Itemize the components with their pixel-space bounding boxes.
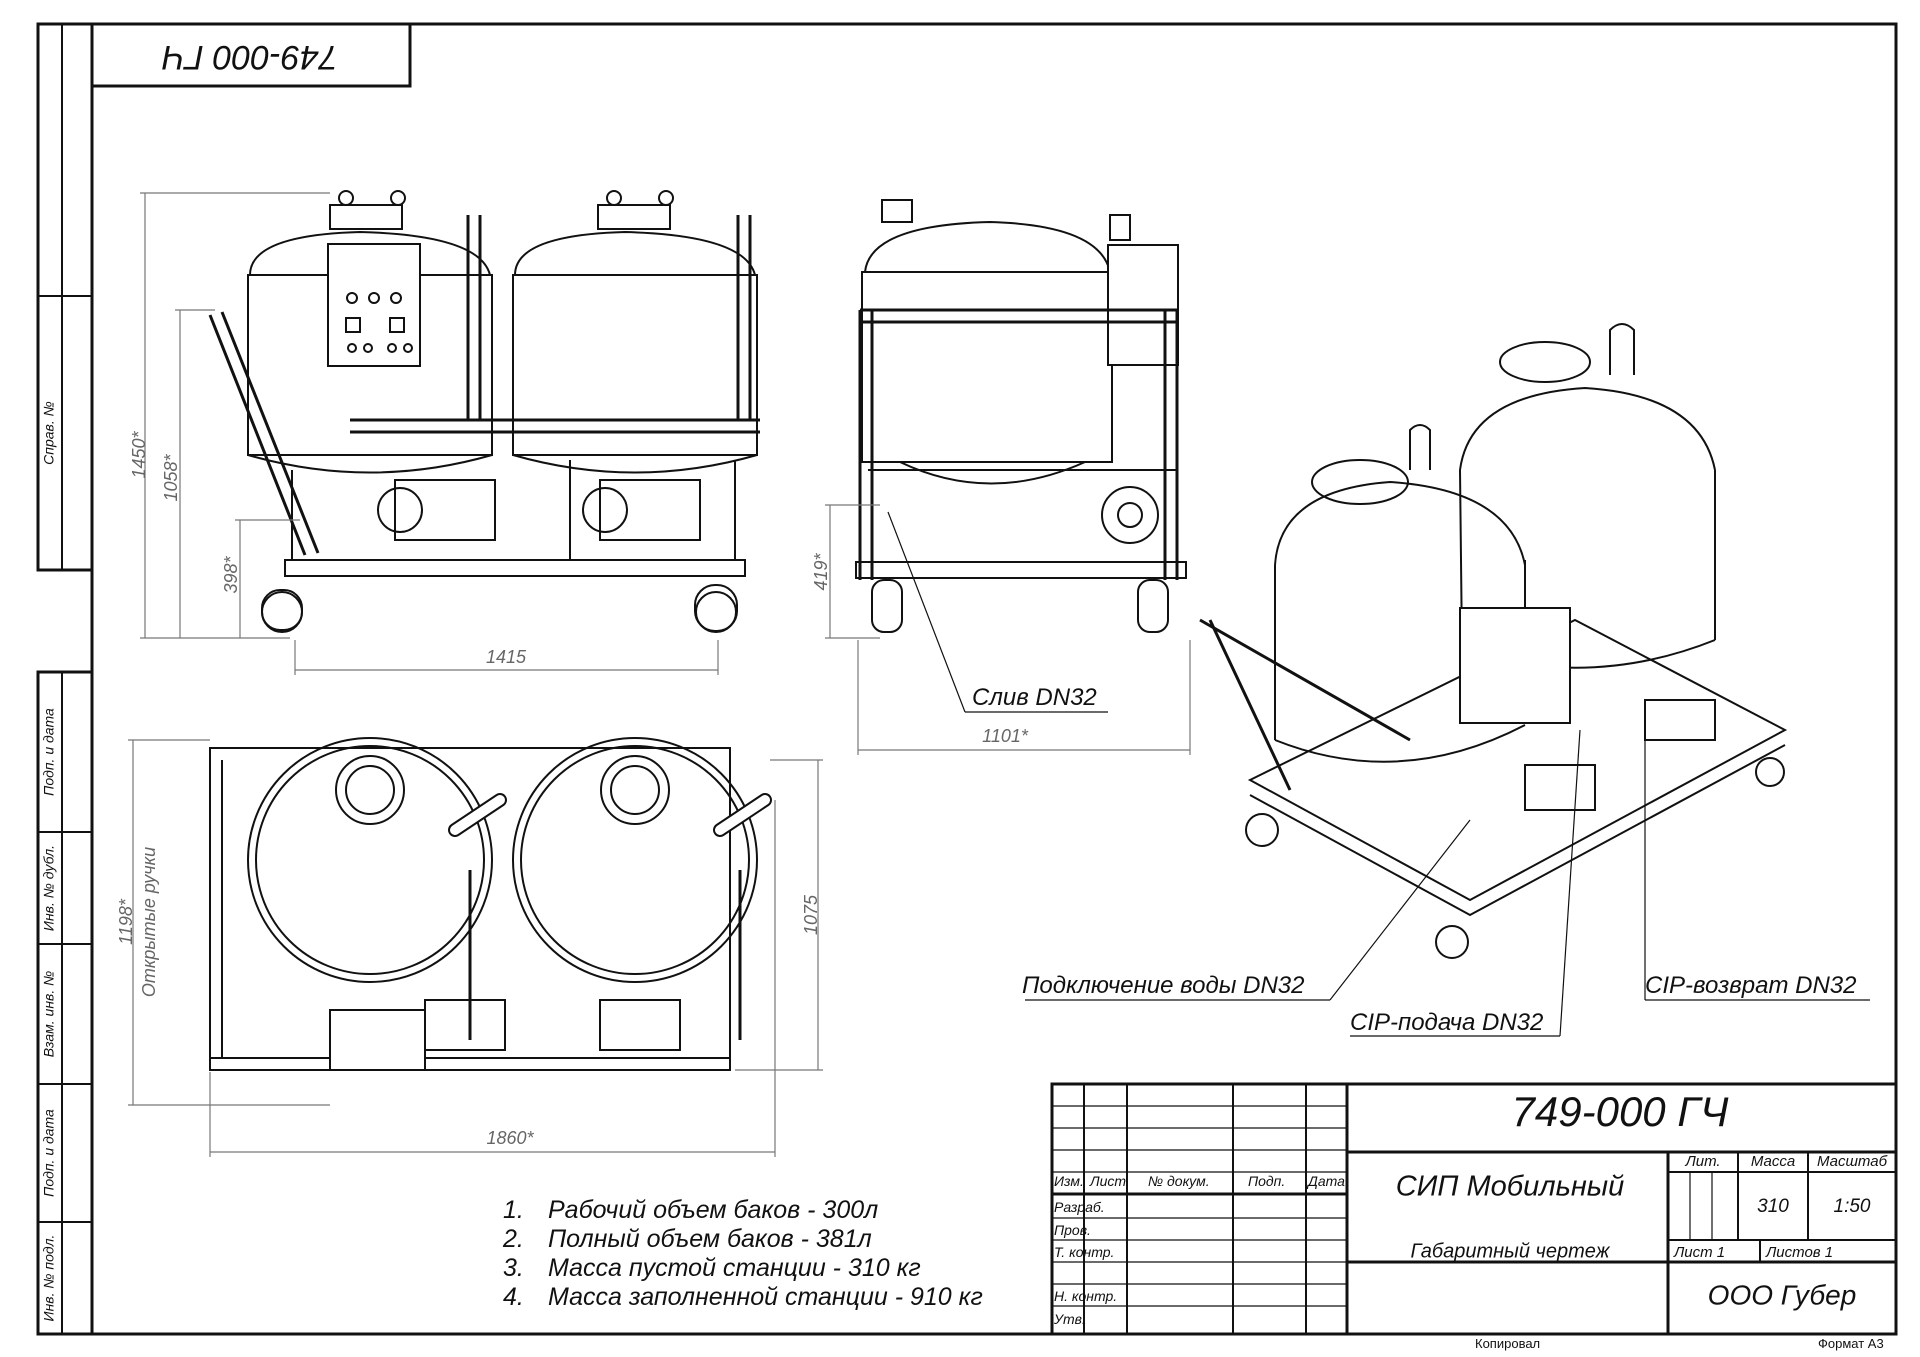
col-sign: Подп. (1248, 1173, 1285, 1189)
company-name: ООО Губер (1708, 1279, 1857, 1310)
designation: 749-000 ГЧ (1512, 1088, 1730, 1135)
col-doc: № докум. (1148, 1173, 1210, 1189)
side-stamp-label: Инв. № подл. (41, 1235, 57, 1322)
sheet-number: Лист 1 (1673, 1244, 1725, 1261)
note-number: 2. (502, 1225, 524, 1253)
side-stamp-label: Подп. и дата (41, 1109, 57, 1197)
callout-drain: Слив DN32 (972, 684, 1097, 711)
dim-label: 1075 (801, 894, 821, 935)
front-dimensions: 1450* 1058* 398* 1415 (129, 192, 719, 675)
document-type: Габаритный чертеж (1411, 1240, 1611, 1262)
row-utv: Утв. (1053, 1311, 1086, 1327)
side-dimensions: 419* 1101* Слив DN32 (811, 504, 1191, 755)
mass-value: 310 (1757, 1196, 1789, 1217)
side-stamp-label: Справ. № (41, 401, 57, 465)
footer-copied: Копировал (1475, 1336, 1540, 1351)
lit-label: Лит. (1684, 1153, 1720, 1170)
top-stamp-text: 749-000 ГЧ (162, 38, 338, 76)
note-text: Полный объем баков - 381л (548, 1225, 872, 1253)
col-izm: Изм. (1054, 1173, 1084, 1189)
row-razrab: Разраб. (1054, 1199, 1105, 1215)
dim-label: 419* (811, 552, 831, 590)
product-name: СИП Мобильный (1396, 1171, 1625, 1203)
note-text: Масса заполненной станции - 910 кг (548, 1283, 983, 1311)
dim-label: 1198* (116, 898, 136, 945)
row-nkontr: Н. контр. (1054, 1288, 1117, 1304)
front-view (208, 190, 760, 633)
callout-cip-supply: CIP-подача DN32 (1350, 1009, 1543, 1036)
dim-label: 398* (221, 555, 241, 593)
sheet-border (90, 22, 1898, 1336)
row-tkontr: Т. контр. (1054, 1244, 1114, 1260)
col-date: Дата (1306, 1173, 1345, 1189)
isometric-view: Подключение воды DN32 CIP-подача DN32 CI… (1022, 323, 1870, 1037)
notes: 1. Рабочий объем баков - 300л 2. Полный … (502, 1196, 983, 1311)
dim-label: 1058* (161, 453, 181, 501)
side-stamp-label: Подп. и дата (41, 708, 57, 796)
note-text: Рабочий объем баков - 300л (548, 1196, 878, 1224)
dim-label: Открытые ручки (139, 847, 159, 997)
callout-cip-return: CIP-возврат DN32 (1645, 972, 1856, 999)
scale-value: 1:50 (1834, 1196, 1871, 1217)
row-prov: Пров. (1054, 1222, 1091, 1238)
col-list: Лист (1089, 1173, 1126, 1189)
note-text: Масса пустой станции - 310 кг (548, 1254, 921, 1282)
mass-label: Масса (1751, 1153, 1795, 1170)
top-dimensions: 1198* Открытые ручки 1075 1860* (116, 739, 823, 1157)
dim-label: 1101* (982, 726, 1029, 746)
note-number: 4. (503, 1283, 524, 1311)
side-stamp-label: Инв. № дубл. (41, 845, 57, 931)
note-number: 3. (503, 1254, 524, 1282)
title-block: 749-000 ГЧ СИП Мобильный Габаритный черт… (1050, 1082, 1898, 1336)
side-stamp-label: Взам. инв. № (41, 971, 57, 1058)
dim-label: 1860* (486, 1128, 534, 1148)
callout-water: Подключение воды DN32 (1022, 972, 1304, 999)
note-number: 1. (503, 1196, 524, 1224)
scale-label: Масштаб (1817, 1153, 1888, 1170)
sheet-count: Листов 1 (1765, 1244, 1833, 1261)
footer-format: Формат А3 (1818, 1336, 1884, 1351)
side-view (855, 199, 1187, 633)
dim-label: 1450* (129, 430, 149, 478)
side-stamp-column: Справ. № Подп. и дата Инв. № дубл. Взам.… (36, 22, 94, 1336)
dim-label: 1415 (486, 647, 527, 667)
top-view (209, 737, 772, 1071)
